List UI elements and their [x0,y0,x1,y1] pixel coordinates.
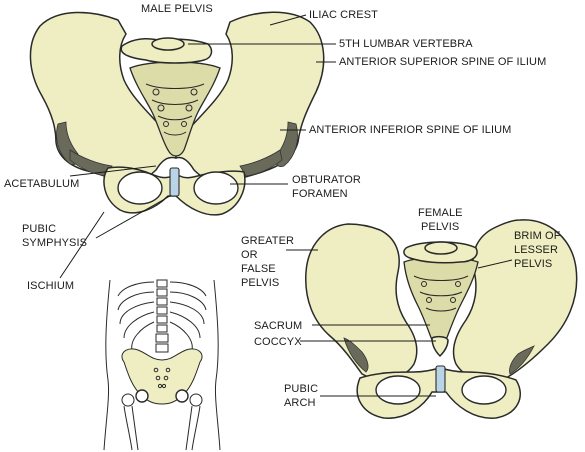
labels: MALE PELVIS ILIAC CREST 5TH LUMBAR VERTE… [4,3,561,409]
female-left-rim [343,337,369,373]
male-pubic-symphysis [169,167,180,197]
label-obturator-line1: OBTURATOR [292,174,361,186]
male-left-obturator [117,171,163,205]
torso-outline [103,279,221,451]
label-pubic-arch-line2: ARCH [284,397,316,409]
inset-femurs [121,393,203,451]
male-right-acetabulum-shade [239,149,283,177]
label-female-line1: FEMALE [418,207,463,219]
label-coccyx: COCCYX [254,336,302,348]
label-5th-lumbar-vertebra: 5TH LUMBAR VERTEBRA [339,38,473,50]
female-right-obturator [461,375,507,405]
ribcage [117,281,207,351]
label-obturator-line2: FORAMEN [292,188,348,200]
spine [155,279,169,353]
inset-sacrum-dots [153,367,171,389]
female-right-ilium [452,219,578,383]
inset-left-obturator [135,389,149,403]
label-pubic-symphysis-line1: PUBIC [22,223,56,235]
female-coccyx [431,335,449,357]
female-sacrum-ridges [413,275,469,312]
label-pubic-symphysis-line2: SYMPHYSIS [22,237,87,249]
label-brim-line3: PELVIS [514,258,552,270]
female-pubic-symphysis [435,365,446,393]
male-right-obturator [193,171,239,205]
label-anterior-superior-spine: ANTERIOR SUPERIOR SPINE OF ILIUM [339,56,546,68]
label-greater-line3: FALSE [241,263,276,275]
inset-pelvis [121,348,203,405]
leader-lines [59,14,513,397]
label-acetabulum: ACETABULUM [4,178,79,190]
label-greater-line2: OR [241,249,258,261]
label-pubic-arch-line1: PUBIC [284,383,318,395]
label-male-pelvis: MALE PELVIS [141,3,213,15]
label-iliac-crest: ILIAC CREST [309,9,378,21]
male-sacrum [129,61,221,157]
label-ischium: ISCHIUM [27,280,74,292]
inset-right-obturator [175,389,189,403]
label-brim-line2: LESSER [514,244,558,256]
female-left-obturator [375,375,421,405]
label-sacrum: SACRUM [254,320,302,332]
label-brim-line1: BRIM OF [514,230,561,242]
female-lumbar-body [424,241,458,255]
female-right-rim [509,345,535,375]
male-l5-body [151,37,185,51]
label-greater-line4: PELVIS [241,277,279,289]
label-female-line2: PELVIS [421,221,459,233]
skeleton-inset [103,279,221,451]
label-greater-line1: GREATER [241,235,294,247]
male-sacrum-ridges [145,83,205,136]
male-pelvis-figure [29,11,325,216]
label-anterior-inferior-spine: ANTERIOR INFERIOR SPINE OF ILIUM [309,124,511,136]
